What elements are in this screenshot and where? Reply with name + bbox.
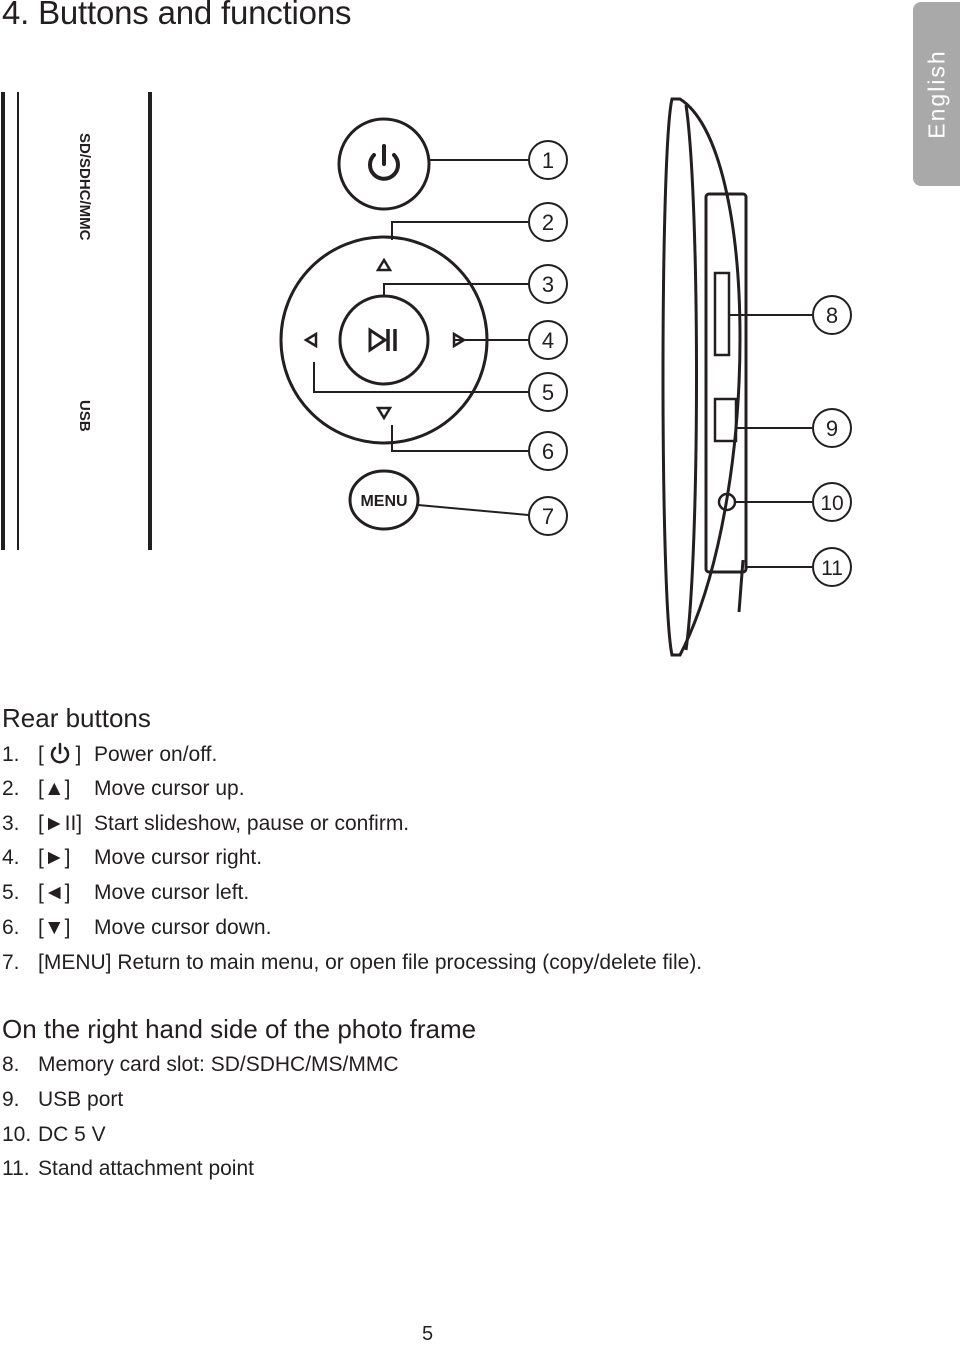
list-item: 1.[ ]Power on/off. [2,742,218,766]
callout-11: 11 [812,547,852,587]
card-slot-side-label: SD/SDHC/MMC [76,133,93,241]
svg-text:11: 11 [821,557,843,580]
buttons-diagram: SD/SDHC/MMC USB MENU [1,92,852,657]
callout-7: 7 [528,496,568,536]
svg-text:2: 2 [542,210,554,235]
right-side-heading: On the right hand side of the photo fram… [2,1014,477,1044]
callout-4: 4 [528,320,568,360]
svg-text:1: 1 [542,148,554,173]
menu-button-label: MENU [360,493,407,510]
callout-9: 9 [812,408,852,448]
power-button [337,117,431,211]
list-item: 11.Stand attachment point [2,1157,254,1180]
language-tab: English [913,2,960,186]
list-item: 7.[MENU] Return to main menu, or open fi… [2,951,703,974]
svg-text:3: 3 [542,272,554,297]
svg-text:7: 7 [542,504,554,529]
power-icon [50,742,69,764]
svg-text:9: 9 [826,416,838,441]
list-item: 3.[►II]Start slideshow, pause or confirm… [2,812,410,835]
list-item: 6.[▼]Move cursor down. [2,916,272,939]
callout-5: 5 [528,372,568,412]
list-item: 9.USB port [2,1088,124,1111]
svg-text:4: 4 [542,328,554,353]
list-item: 5.[◄]Move cursor left. [2,881,250,904]
left-arrow-icon [303,331,318,349]
play-pause-icon [368,327,397,353]
up-arrow-icon [375,257,393,272]
page-number: 5 [421,1323,434,1345]
usb-side-label: USB [76,400,93,432]
menu-button: MENU [348,469,420,531]
list-item: 10.DC 5 V [2,1123,106,1146]
page-title: 4. Buttons and functions [2,0,352,31]
callout-6: 6 [528,431,568,471]
callout-2: 2 [528,202,568,242]
callout-10: 10 [812,482,852,522]
callout-8: 8 [812,295,852,335]
list-item: 2.[▲]Move cursor up. [2,777,245,800]
svg-text:6: 6 [542,439,554,464]
rear-buttons-heading: Rear buttons [2,703,151,733]
svg-text:5: 5 [542,380,554,405]
callout-3: 3 [528,264,568,304]
list-item: 4.[►]Move cursor right. [2,846,263,869]
down-arrow-icon [375,406,393,421]
list-item: 8.Memory card slot: SD/SDHC/MS/MMC [2,1053,399,1076]
svg-text:10: 10 [820,492,843,515]
callout-1: 1 [528,140,568,180]
svg-text:8: 8 [826,303,838,328]
